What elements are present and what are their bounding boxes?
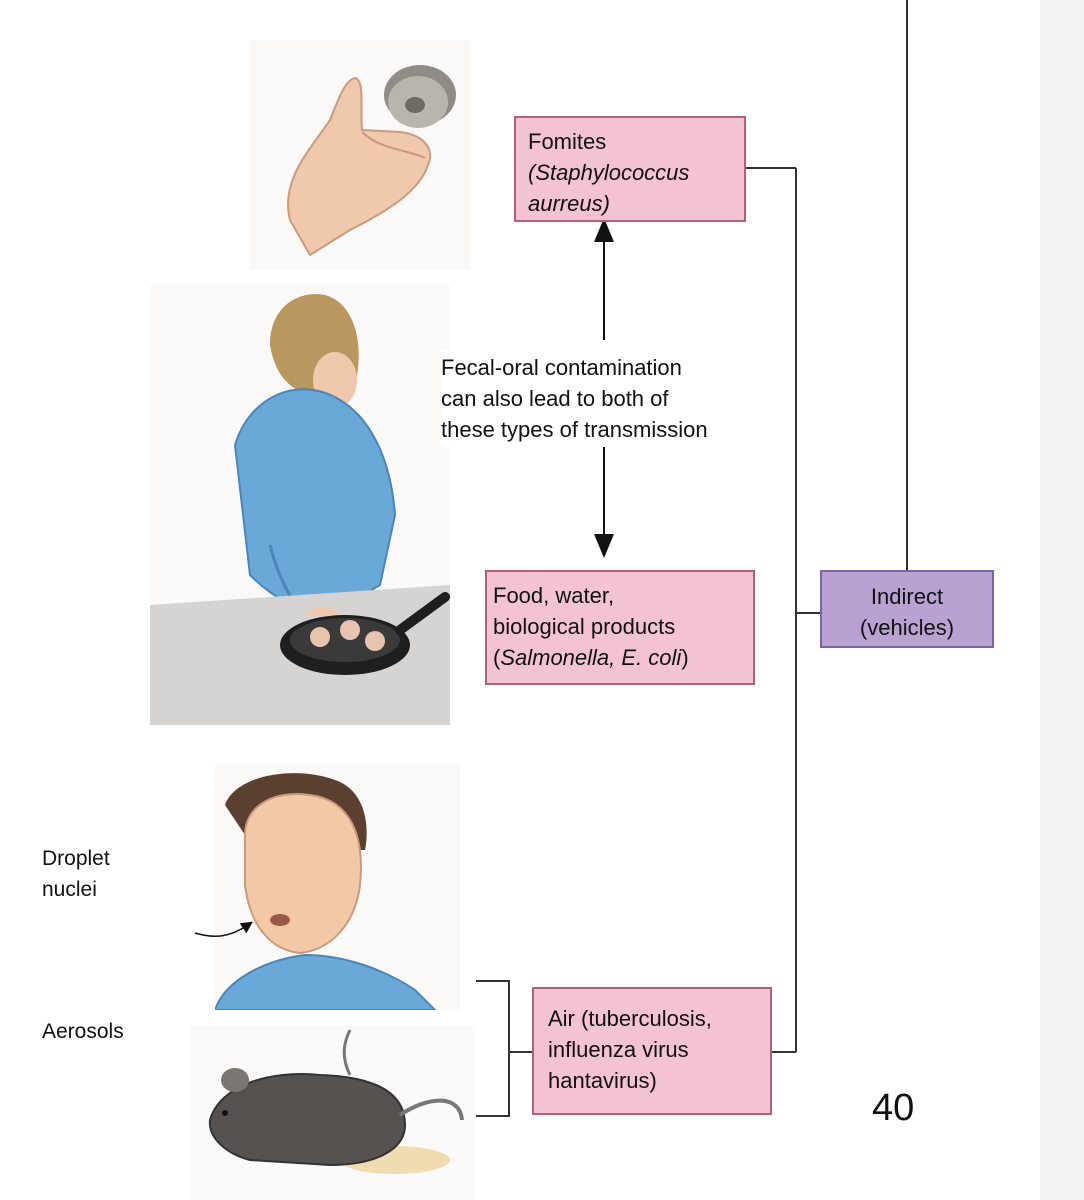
note-line-3: these types of transmission bbox=[441, 417, 708, 442]
man-coughing-illustration bbox=[215, 765, 460, 1010]
note-line-1: Fecal-oral contamination bbox=[441, 355, 682, 380]
fomites-box: Fomites (Staphylococcus aurreus) bbox=[514, 116, 746, 222]
food-organisms: Salmonella, E. coli bbox=[500, 645, 682, 670]
aerosols-label: Aerosols bbox=[42, 1020, 124, 1043]
air-line-3: hantavirus) bbox=[548, 1068, 657, 1093]
page-number: 40 bbox=[872, 1087, 915, 1129]
droplet-nuclei-label: Droplet nuclei bbox=[42, 847, 110, 901]
food-water-box: Food, water, biological products (Salmon… bbox=[485, 570, 755, 685]
air-line-2: influenza virus bbox=[548, 1037, 689, 1062]
note-line-2: can also lead to both of bbox=[441, 386, 669, 411]
fomites-organism: (Staphylococcus bbox=[528, 160, 690, 185]
woman-cooking-illustration bbox=[150, 285, 450, 725]
food-line-1: Food, water, bbox=[493, 583, 615, 608]
fomites-organism-cont: aurreus) bbox=[528, 191, 610, 216]
indirect-title: Indirect bbox=[870, 584, 944, 609]
mouse-illustration bbox=[190, 1025, 475, 1200]
food-line-3: (Salmonella, E. coli) bbox=[493, 645, 689, 670]
air-line-1: Air (tuberculosis, bbox=[548, 1006, 712, 1031]
indirect-vehicles-box: Indirect (vehicles) bbox=[820, 570, 994, 648]
fomites-title: Fomites bbox=[528, 129, 607, 154]
fecal-oral-note: Fecal-oral contamination can also lead t… bbox=[441, 350, 708, 447]
air-box: Air (tuberculosis, influenza virus hanta… bbox=[532, 987, 772, 1115]
food-line-2: biological products bbox=[493, 614, 676, 639]
hand-holding-spool-illustration bbox=[250, 40, 470, 270]
droplet-pointer-arrow bbox=[194, 921, 253, 938]
indirect-subtitle: (vehicles) bbox=[859, 615, 955, 640]
page-edge bbox=[1040, 0, 1084, 1200]
